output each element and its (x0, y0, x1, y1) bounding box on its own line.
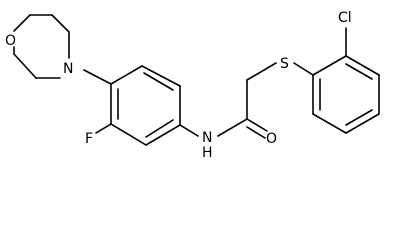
bond (13, 53, 37, 79)
bond (145, 119, 174, 138)
morpholine-ring (13, 14, 70, 79)
bond (13, 14, 31, 32)
carbonyl-bond (246, 118, 268, 132)
bond (345, 109, 373, 126)
amide-hydrogen-label: H (202, 145, 213, 161)
s-aryl-bond (293, 62, 314, 76)
chemical-structure-diagram: O N F N H O S Cl (5, 10, 380, 161)
bond (110, 123, 147, 146)
bond (110, 65, 143, 85)
ch2-s-bond (246, 62, 277, 81)
morpholine-nitrogen-label: N (63, 61, 73, 77)
amide-nitrogen-label: N (202, 130, 212, 146)
bond (312, 55, 347, 76)
fluorine-label: F (85, 131, 93, 147)
aryl-nh-bond (179, 124, 199, 137)
bond (145, 124, 181, 146)
carbonyl-oxygen-label: O (266, 131, 277, 147)
structure-svg: O N F N H O S Cl (5, 10, 380, 161)
bond (345, 63, 373, 80)
carbonyl-bond (246, 126, 266, 139)
bond (141, 65, 181, 87)
fluoroaniline-ring (110, 65, 181, 146)
bond (51, 14, 70, 33)
nh-carbonyl-bond (217, 118, 248, 137)
c-f-bond (95, 123, 112, 134)
sulfur-label: S (280, 56, 289, 72)
morpholine-oxygen-label: O (5, 33, 16, 49)
chlorophenyl-ring (312, 55, 380, 134)
bond (345, 113, 380, 134)
bond (312, 113, 347, 134)
bond (345, 55, 380, 76)
chlorine-label: Cl (338, 10, 352, 26)
bond (143, 72, 174, 91)
n-aryl-bond (83, 69, 112, 85)
